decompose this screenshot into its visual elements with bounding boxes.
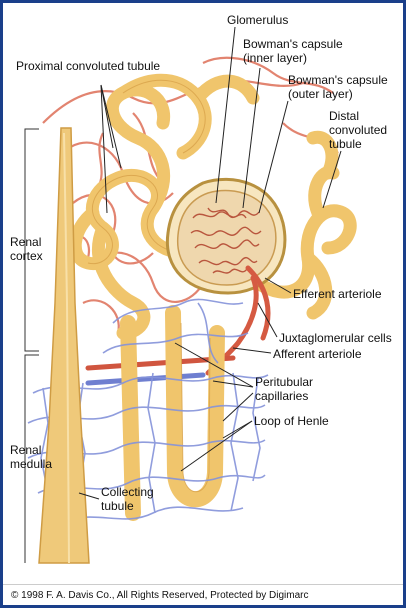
label-bowmans-outer: Bowman's capsule (outer layer): [288, 73, 388, 101]
label-renal-cortex-line2: cortex: [10, 249, 43, 263]
label-bowmans-inner-line2: (inner layer): [243, 51, 308, 65]
region-brackets: [24, 128, 39, 563]
label-juxtaglomerular-cells: Juxtaglomerular cells: [279, 331, 392, 345]
label-bowmans-inner-line1: Bowman's capsule: [243, 37, 343, 51]
nephron-illustration: [24, 26, 357, 564]
copyright-footer: © 1998 F. A. Davis Co., All Rights Reser…: [3, 584, 403, 605]
label-bowmans-inner: Bowman's capsule (inner layer): [243, 37, 343, 65]
bowmans-capsule: [165, 177, 287, 295]
label-afferent-arteriole: Afferent arteriole: [273, 347, 362, 361]
label-renal-medulla: Renal medulla: [10, 443, 52, 471]
collecting-tubule: [38, 127, 90, 564]
label-collecting-tubule: Collecting tubule: [101, 485, 154, 513]
label-peritubular-line2: capillaries: [255, 389, 309, 403]
label-collecting-line1: Collecting: [101, 485, 154, 499]
label-bowmans-outer-line2: (outer layer): [288, 87, 353, 101]
label-bowmans-outer-line1: Bowman's capsule: [288, 73, 388, 87]
label-distal-tubule: Distal convoluted tubule: [329, 109, 387, 151]
label-glomerulus: Glomerulus: [227, 13, 289, 27]
label-distal-line3: tubule: [329, 137, 362, 151]
label-renal-cortex-line1: Renal: [10, 235, 42, 249]
distal-tubule: [251, 130, 357, 320]
label-efferent-arteriole: Efferent arteriole: [293, 287, 382, 301]
copyright-text: © 1998 F. A. Davis Co., All Rights Reser…: [11, 589, 309, 601]
label-peritubular-capillaries: Peritubular capillaries: [255, 375, 313, 403]
label-collecting-line2: tubule: [101, 499, 134, 513]
leader-lines: [78, 26, 342, 500]
label-loop-of-henle: Loop of Henle: [254, 414, 329, 428]
label-renal-cortex: Renal cortex: [10, 235, 43, 263]
label-distal-line1: Distal: [329, 109, 360, 123]
label-peritubular-line1: Peritubular: [255, 375, 314, 389]
glomerulus-tuft: [190, 207, 262, 274]
label-proximal-tubule: Proximal convoluted tubule: [16, 59, 161, 73]
label-renal-medulla-line1: Renal: [10, 443, 42, 457]
label-renal-medulla-line2: medulla: [10, 457, 53, 471]
label-distal-line2: convoluted: [329, 123, 388, 137]
